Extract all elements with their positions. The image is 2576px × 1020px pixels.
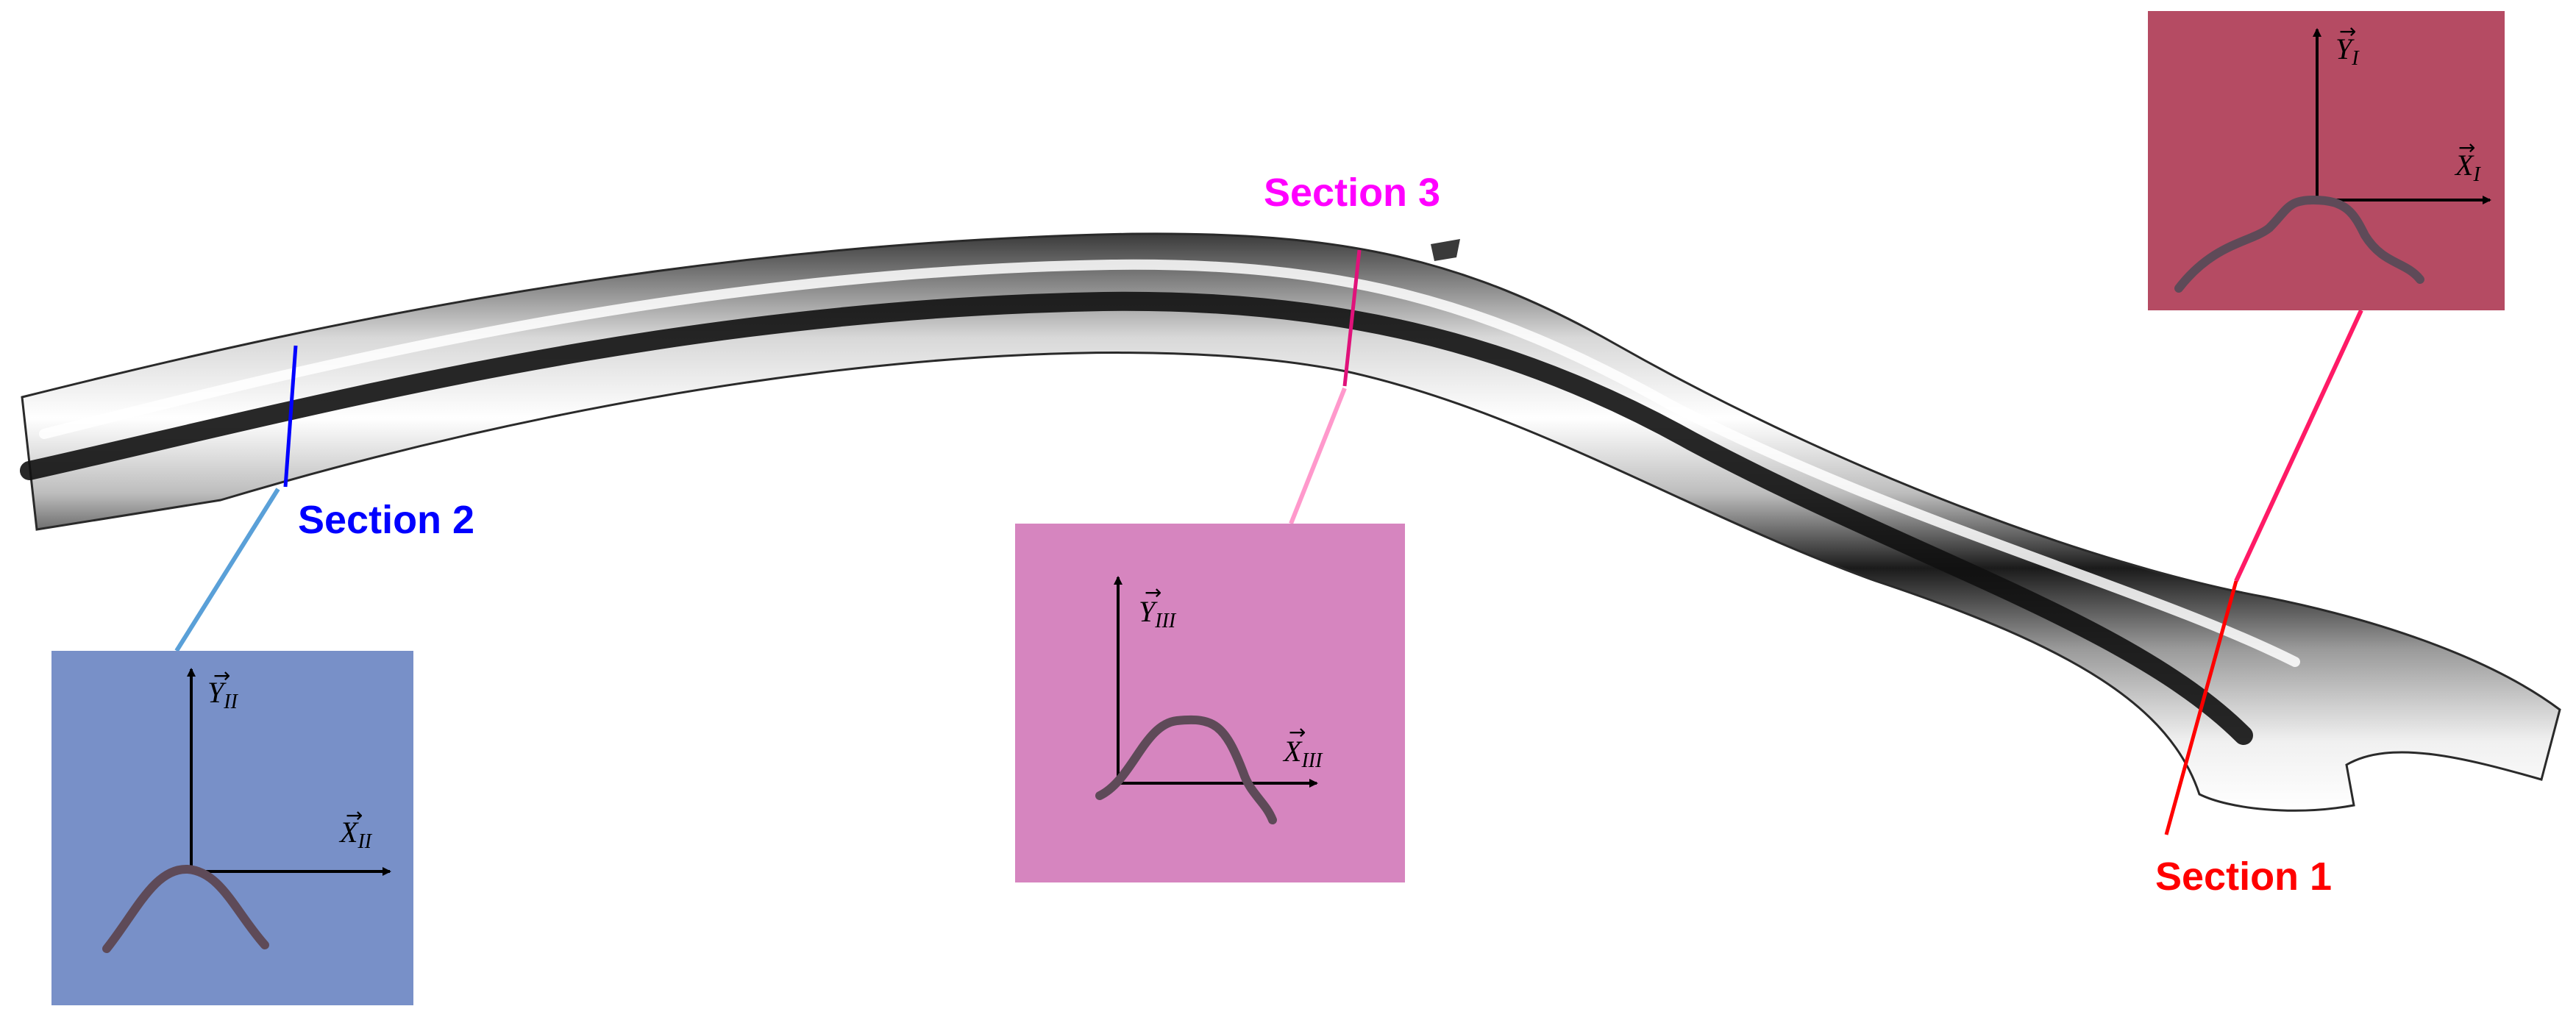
section-3-axes: YIII XIII → → bbox=[1095, 576, 1323, 824]
section-1-x-label: XI bbox=[2454, 149, 2481, 186]
section-2-x-label: XII bbox=[338, 816, 373, 853]
section-2-y-arrow-glyph: → bbox=[213, 663, 230, 688]
beam-tab bbox=[1431, 239, 1460, 261]
section-1-y-arrow-glyph: → bbox=[2339, 19, 2356, 43]
section-2-leader bbox=[174, 488, 280, 652]
section-3-profile-curve bbox=[1095, 715, 1277, 824]
section-1-x-arrow-glyph: → bbox=[2458, 135, 2475, 160]
beam-groove bbox=[20, 291, 2253, 745]
section-2: Section 2 YII XII → → bbox=[51, 345, 474, 1005]
section-1-label: Section 1 bbox=[2155, 855, 2332, 899]
section-3-x-label: XIII bbox=[1282, 735, 1323, 772]
section-1-profile-curve bbox=[2174, 195, 2424, 293]
section-2-cut bbox=[283, 345, 298, 488]
section-1-axes: YI XI → → bbox=[2174, 19, 2491, 293]
section-2-label: Section 2 bbox=[298, 498, 474, 542]
section-1-cut bbox=[2164, 580, 2238, 835]
section-2-x-arrow-glyph: → bbox=[346, 803, 363, 827]
section-3-y-arrow-glyph: → bbox=[1145, 580, 1161, 604]
section-3-label: Section 3 bbox=[1264, 171, 1440, 215]
section-3-inset bbox=[1015, 524, 1405, 882]
section-2-y-label: YII bbox=[207, 676, 239, 713]
section-3-y-label: YIII bbox=[1139, 595, 1177, 632]
section-1-y-label: YI bbox=[2335, 32, 2360, 70]
beam-highlight bbox=[39, 259, 2300, 667]
section-3: Section 3 YIII XIII → → bbox=[1015, 171, 1440, 882]
section-3-leader bbox=[1289, 387, 1347, 525]
section-3-cut bbox=[1342, 249, 1362, 387]
section-1: Section 1 YI XI → → bbox=[2148, 11, 2505, 899]
section-3-x-arrow-glyph: → bbox=[1289, 720, 1306, 744]
section-2-profile-curve bbox=[102, 864, 269, 953]
section-1-leader bbox=[2234, 309, 2363, 582]
section-2-axes: YII XII → → bbox=[102, 663, 391, 953]
